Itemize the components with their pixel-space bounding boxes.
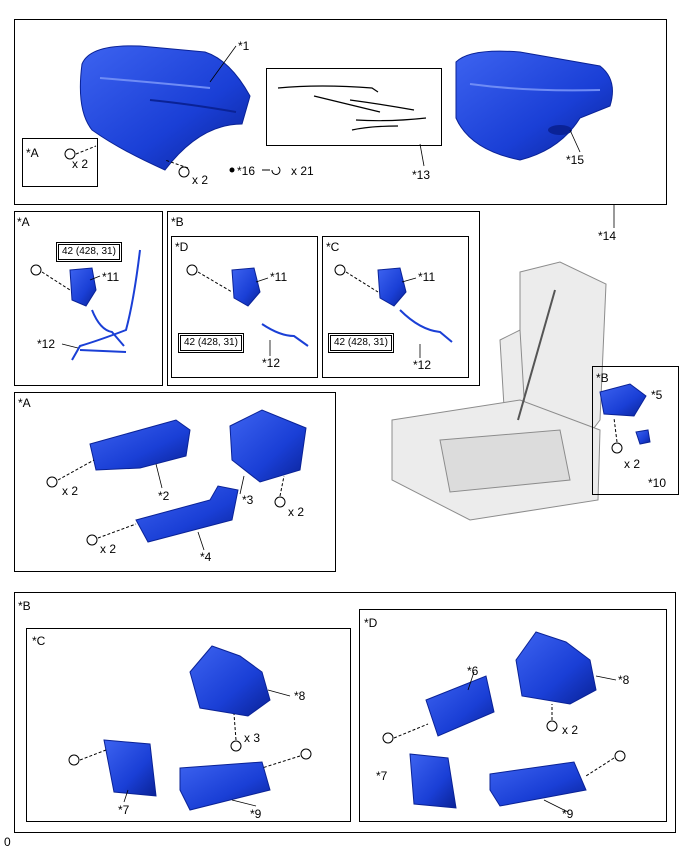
callout-12: *12 (37, 337, 56, 351)
section-b-label: *B (18, 599, 31, 613)
bracket-6-d (425, 675, 495, 737)
panel-b-bracket (592, 366, 679, 495)
hog-ring-icon (229, 167, 235, 173)
callout-12: *12 (262, 356, 281, 370)
seat-switch-a (30, 264, 97, 307)
wire-frame-box (266, 68, 442, 146)
section-c-label: *C (326, 240, 340, 254)
callout-10: *10 (648, 476, 667, 490)
callout-11: *11 (270, 270, 288, 284)
callout-3: *3 (242, 493, 254, 507)
callout-14: *14 (598, 229, 617, 243)
cover-9-d (489, 761, 587, 807)
inset-a-top (22, 138, 98, 187)
panel-b-harness (167, 211, 480, 386)
callout-8: *8 (294, 689, 306, 703)
bracket-8-d (515, 631, 597, 705)
torque-spec: 42 (428, 31) (178, 333, 244, 353)
seat-switch-c (334, 264, 453, 343)
callout-11: *11 (418, 270, 436, 284)
footer-mark: 0 (4, 835, 11, 849)
seat-frame (391, 261, 607, 521)
qty-label: x 2 (288, 505, 305, 519)
callout-7: *7 (118, 803, 130, 817)
wire-harness-a (71, 249, 141, 361)
wire-frames (277, 85, 427, 131)
panel-a-covers (14, 392, 336, 572)
seat-cushion-pad (455, 50, 613, 161)
cover-7-c (103, 739, 157, 797)
torque-spec: 42 (428, 31) (328, 333, 394, 353)
callout-1: *1 (238, 39, 250, 53)
qty-label: x 2 (72, 157, 89, 171)
section-a-label: *A (18, 396, 31, 410)
bracket-5 (599, 383, 651, 454)
seat-cushion-cover (79, 45, 251, 171)
callout-12: *12 (413, 358, 432, 372)
callout-7: *7 (376, 769, 388, 783)
panel-a-harness (14, 211, 163, 386)
seat-switch-d (186, 264, 309, 347)
bracket-8-c (189, 645, 271, 717)
callout-9: *9 (562, 807, 574, 821)
callout-11: *11 (102, 270, 120, 284)
panel-c-bottom (26, 628, 351, 822)
panel-d-harness (171, 236, 318, 378)
callout-8: *8 (618, 673, 630, 687)
cover-7-d (409, 753, 457, 809)
section-b-label: *B (171, 215, 184, 229)
ecu-3 (229, 409, 307, 483)
callout-9: *9 (250, 807, 262, 821)
panel-d-bottom (359, 609, 667, 822)
section-d-label: *D (175, 240, 189, 254)
callout-4: *4 (200, 550, 212, 564)
cover-2 (89, 419, 191, 471)
cover-4 (135, 485, 239, 543)
qty-label: x 2 (192, 173, 209, 187)
screw-icon (178, 166, 190, 178)
callout-13: *13 (412, 168, 431, 182)
section-a-label: *A (17, 215, 30, 229)
qty-label: x 2 (62, 484, 79, 498)
qty-label: x 2 (624, 457, 641, 471)
panel-c-harness (322, 236, 469, 378)
screw-icon (64, 148, 76, 160)
callout-6: *6 (467, 664, 479, 678)
qty-label: x 21 (291, 164, 314, 178)
torque-spec: 42 (428, 31) (56, 242, 122, 262)
section-c-label: *C (32, 634, 46, 648)
section-b-label: *B (596, 371, 609, 385)
section-d-label: *D (364, 616, 378, 630)
qty-label: x 2 (100, 542, 117, 556)
callout-2: *2 (158, 489, 170, 503)
cover-9-c (179, 761, 271, 811)
clip-icon (271, 166, 281, 175)
top-panel (14, 19, 667, 205)
qty-label: x 2 (562, 723, 579, 737)
callout-15: *15 (566, 153, 585, 167)
section-a-label: *A (26, 146, 39, 160)
callout-16: *16 (237, 164, 256, 178)
qty-label: x 3 (244, 731, 261, 745)
callout-5: *5 (651, 388, 663, 402)
panel-b-bottom (14, 592, 676, 833)
